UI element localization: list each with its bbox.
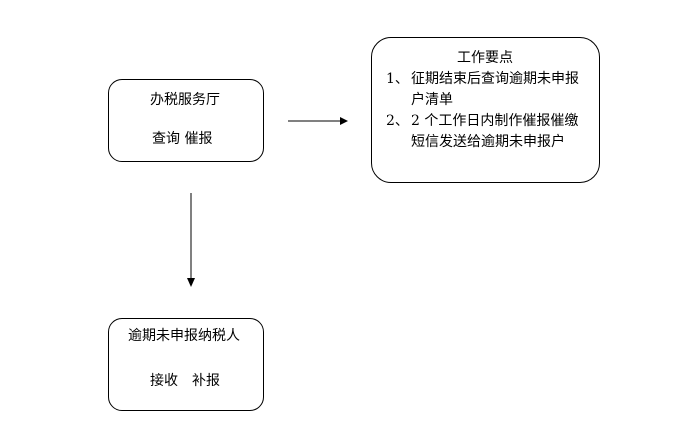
tax-service-hall-title: 办税服务厅 [150,92,220,108]
key-point-1-line-1: 征期结束后查询逾期未申报 [411,71,579,87]
overdue-taxpayer-title: 逾期未申报纳税人 [128,328,240,344]
tax-service-hall-actions: 查询 催报 [152,131,213,147]
key-point-1-line-2: 户清单 [411,92,453,108]
key-point-2-line-2: 短信发送给逾期未申报户 [411,134,565,150]
key-points-box [371,37,600,183]
overdue-taxpayer-actions: 接收 补报 [150,373,220,389]
key-points-heading: 工作要点 [457,50,513,66]
overdue-taxpayer-box [108,318,264,411]
arrow-right [288,117,348,125]
key-point-1-number: 1、 [386,71,409,87]
key-point-2-number: 2、 [386,113,409,129]
tax-service-hall-box [108,79,264,162]
key-point-2-line-1: 2 个工作日内制作催报催缴 [411,113,579,129]
arrow-down [187,193,195,287]
